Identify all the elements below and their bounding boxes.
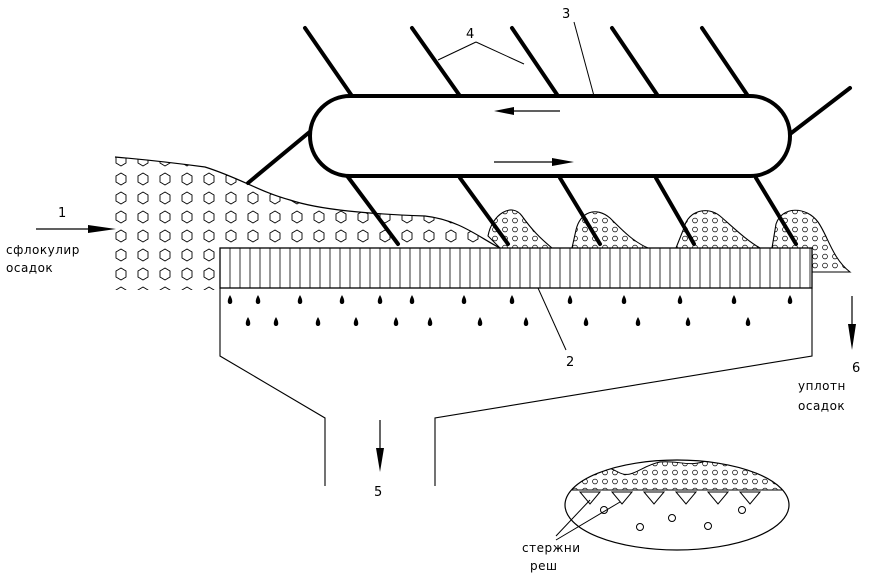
grate-rod-section — [706, 491, 730, 505]
filtrate-drop — [339, 295, 345, 304]
scraper-rods-lower — [246, 128, 798, 246]
grate-rod-section — [738, 491, 762, 505]
inset-label-line2: реш — [530, 559, 557, 573]
belt-direction-arrow-left — [494, 107, 560, 115]
hopper-left-wall — [219, 288, 326, 486]
filtrate-drop — [255, 295, 261, 304]
filtrate-drop — [315, 317, 321, 326]
filtrate-drop — [297, 295, 303, 304]
belt-direction-arrow-right — [494, 158, 574, 166]
leader-lines — [437, 21, 595, 351]
grate — [219, 247, 813, 289]
label-5: 5 — [374, 485, 382, 500]
filtrate-drop — [635, 317, 641, 326]
filtrate-drop — [731, 295, 737, 304]
grate-rod-section — [674, 491, 698, 505]
filtrate-drops — [227, 295, 793, 326]
inset-grate-detail — [555, 459, 790, 551]
thickened-sludge-mound-4 — [771, 209, 852, 273]
filtrate-drop — [393, 317, 399, 326]
filtrate-drop — [427, 317, 433, 326]
inlet-label-line2: осадок — [6, 261, 53, 275]
thickened-sludge-mound-3 — [675, 210, 763, 249]
filtrate-drop — [227, 295, 233, 304]
grate-rod-section — [610, 491, 634, 505]
flocculated-sludge-layer — [115, 157, 500, 290]
filtrate-drop — [685, 317, 691, 326]
filtrate-drop — [477, 317, 483, 326]
filtrate-drop — [461, 295, 467, 304]
inlet-arrow — [36, 225, 116, 233]
filtrate-drop — [745, 317, 751, 326]
outlet-label-line1: уплотн — [798, 379, 846, 393]
filtrate-drop — [509, 295, 515, 304]
grate-rod-section — [642, 491, 666, 505]
filtrate-drop — [567, 295, 573, 304]
grate-rod-section — [578, 491, 602, 505]
inlet-label-line1: сфлокулир — [6, 243, 80, 257]
filtrate-drop — [245, 317, 251, 326]
label-1: 1 — [58, 206, 66, 221]
label-6: 6 — [852, 361, 860, 376]
label-4: 4 — [466, 27, 474, 42]
filtrate-drop — [677, 295, 683, 304]
outlet-label-line2: осадок — [798, 399, 845, 413]
label-2: 2 — [566, 355, 574, 370]
filtrate-outlet-arrow — [376, 420, 384, 472]
filtrate-drop — [409, 295, 415, 304]
label-3: 3 — [562, 7, 570, 22]
conveyor-belt — [308, 94, 792, 178]
scraper-rods-upper — [303, 26, 852, 136]
filtrate-drop — [353, 317, 359, 326]
filtrate-drop — [273, 317, 279, 326]
sludge-top-contour — [114, 156, 501, 249]
filtrate-drop — [787, 295, 793, 304]
filtrate-drop — [523, 317, 529, 326]
filtrate-drop — [583, 317, 589, 326]
hopper-right-wall — [434, 288, 813, 486]
thickened-sludge-outlet-arrow — [848, 296, 856, 350]
filtrate-drop — [377, 295, 383, 304]
inset-label-line1: стержни — [522, 541, 581, 555]
filtrate-drop — [621, 295, 627, 304]
